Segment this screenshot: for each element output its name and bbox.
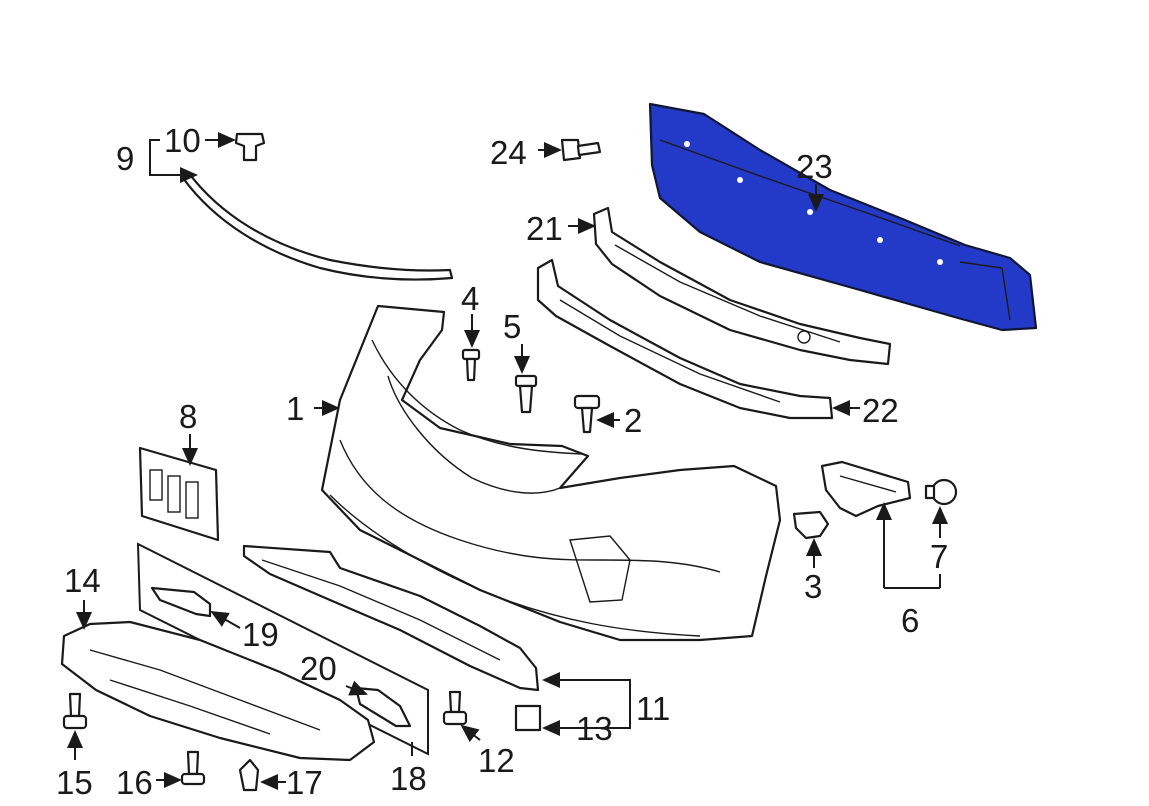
side-bracket[interactable] [820, 460, 912, 518]
upper-molding-strip[interactable] [181, 170, 454, 281]
callout-17: 17 [286, 764, 323, 801]
callout-7: 7 [930, 538, 948, 575]
callout-4: 4 [461, 280, 479, 317]
leader-lines [67, 132, 948, 790]
lower-energy-absorber[interactable] [536, 258, 834, 420]
bolt-5[interactable] [514, 374, 538, 414]
callout-11: 11 [636, 690, 670, 727]
callout-14: 14 [64, 562, 101, 599]
upper-energy-absorber[interactable] [592, 206, 892, 366]
bolt-2[interactable] [573, 394, 601, 434]
retainer-3[interactable] [792, 510, 830, 540]
license-plate-bracket[interactable] [138, 446, 220, 542]
callout-15: 15 [56, 764, 93, 801]
bolt-24[interactable] [560, 138, 602, 162]
bolt-15[interactable] [62, 692, 88, 730]
bolt-12[interactable] [442, 690, 468, 726]
callout-1: 1 [286, 390, 304, 427]
callout-20: 20 [300, 650, 337, 687]
callout-18: 18 [390, 760, 427, 797]
callout-6: 6 [901, 602, 919, 639]
clip-17[interactable] [238, 758, 260, 792]
bolt-16[interactable] [180, 750, 206, 786]
callout-2: 2 [624, 402, 642, 439]
bumper-cover[interactable] [320, 304, 782, 642]
callout-labels: 1 2 3 4 5 6 7 8 9 10 11 12 13 14 15 16 1… [56, 122, 948, 801]
callout-10: 10 [164, 122, 201, 159]
callout-22: 22 [862, 392, 899, 429]
bracket-19[interactable] [150, 586, 212, 618]
push-clip-10[interactable] [234, 132, 266, 162]
nut-13[interactable] [514, 704, 542, 732]
callout-13: 13 [576, 710, 613, 747]
callout-9: 9 [116, 140, 134, 177]
callout-23: 23 [796, 148, 833, 185]
callout-8: 8 [179, 398, 197, 435]
screw-4[interactable] [461, 348, 481, 382]
engine-under-cover[interactable] [60, 620, 376, 762]
callout-21: 21 [526, 210, 563, 247]
bracket-20[interactable] [354, 686, 412, 728]
callout-12: 12 [478, 742, 515, 779]
callout-24: 24 [490, 134, 527, 171]
group-frame-18 [136, 542, 429, 756]
grommet-7[interactable] [924, 478, 958, 506]
callout-19: 19 [242, 616, 279, 653]
lower-air-deflector[interactable] [242, 544, 540, 692]
callout-16: 16 [116, 764, 153, 801]
callout-5: 5 [503, 308, 521, 345]
callout-3: 3 [804, 568, 822, 605]
